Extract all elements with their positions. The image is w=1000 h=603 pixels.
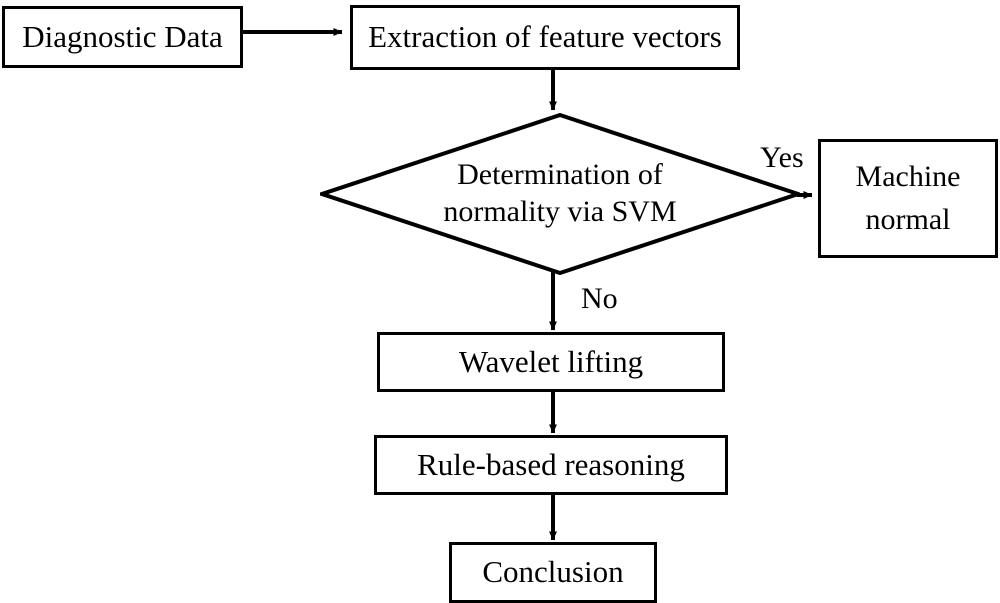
node-machine-normal-label: Machine normal [855, 159, 961, 236]
node-wavelet-lifting[interactable]: Wavelet lifting [377, 332, 725, 392]
node-conclusion[interactable]: Conclusion [449, 542, 657, 603]
node-diagnostic-data[interactable]: Diagnostic Data [2, 6, 243, 68]
node-wavelet-lifting-label: Wavelet lifting [458, 343, 644, 379]
node-machine-normal[interactable]: Machine normal [818, 139, 998, 258]
node-rule-based-reasoning[interactable]: Rule-based reasoning [374, 435, 728, 495]
node-conclusion-label: Conclusion [482, 554, 624, 590]
node-diagnostic-data-label: Diagnostic Data [22, 18, 223, 54]
edge-label-no: No [581, 282, 618, 315]
node-extraction-label: Extraction of feature vectors [368, 19, 722, 55]
edge-label-yes: Yes [760, 141, 804, 174]
node-rule-based-reasoning-label: Rule-based reasoning [417, 446, 685, 482]
node-svm-decision-label: Determination of normality via SVM [443, 158, 677, 228]
node-svm-decision[interactable]: Determination of normality via SVM [320, 113, 800, 275]
node-extraction-of-feature-vectors[interactable]: Extraction of feature vectors [350, 5, 740, 70]
diamond-shape [320, 113, 800, 275]
